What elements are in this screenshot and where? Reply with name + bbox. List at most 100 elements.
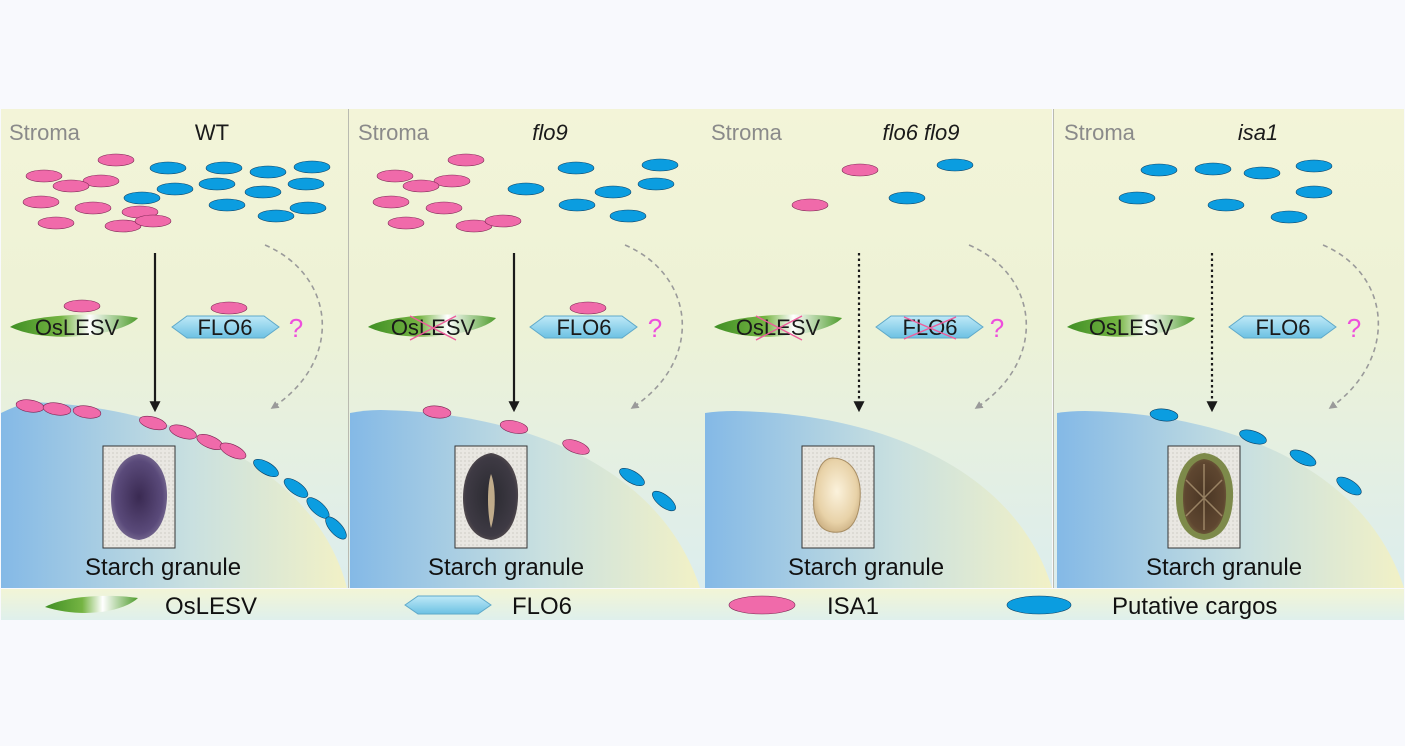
flo6-label: FLO6 — [197, 315, 252, 340]
cargo-protein — [936, 158, 974, 172]
cargo-protein — [1270, 210, 1308, 224]
legend-flo6-label: FLO6 — [512, 593, 572, 620]
stroma-proteins-flo9 — [372, 153, 679, 233]
cargo-protein — [208, 198, 246, 212]
stroma-label: Stroma — [1064, 120, 1136, 145]
cargo-protein — [205, 161, 243, 175]
cargo-protein — [1140, 163, 1178, 177]
stroma-proteins-wt — [22, 153, 331, 233]
oslesv-mutation-cross — [755, 315, 803, 341]
cargo-protein — [244, 185, 282, 199]
kernel-wt — [111, 454, 168, 540]
isa1-protein — [37, 216, 75, 230]
cargo-protein — [257, 209, 295, 223]
transport-proteins — [10, 299, 1337, 339]
alt-pathway-arrow-flo6flo9 — [968, 244, 1027, 409]
cargo-protein — [1239, 429, 1267, 445]
starch-granule-label: Starch granule — [428, 554, 584, 581]
cargo-protein — [1295, 185, 1333, 199]
cargo-protein — [1243, 166, 1281, 180]
flo6-mutation-cross — [903, 316, 957, 340]
isa1-bound-flo6 — [210, 301, 248, 315]
isa1-protein — [52, 179, 90, 193]
cargo-protein — [287, 177, 325, 191]
cargo-protein — [1194, 162, 1232, 176]
starch-granule-label: Starch granule — [788, 554, 944, 581]
kernel-photo-wt — [102, 445, 176, 549]
cargo-protein — [1207, 198, 1245, 212]
isa1-protein — [387, 216, 425, 230]
cargo-protein — [289, 201, 327, 215]
isa1-protein — [82, 174, 120, 188]
cargo-protein — [156, 182, 194, 196]
panel-title-wt: WT — [195, 120, 229, 145]
isa1-protein — [22, 195, 60, 209]
cargo-protein — [149, 161, 187, 175]
cargo-protein — [594, 185, 632, 199]
unknown-pathway-question: ? — [289, 313, 303, 343]
flo6-hexagon — [171, 315, 280, 339]
panel-labels: Stroma WT OsLESV FLO6 ? Starch granule S… — [9, 120, 1361, 581]
panel-title-flo6flo9: flo6 flo9 — [882, 120, 959, 145]
stroma-label: Stroma — [358, 120, 430, 145]
oslesv-label: OsLESV — [1089, 315, 1174, 340]
isa1-protein — [841, 163, 879, 177]
cargo-protein — [249, 165, 287, 179]
kernel-photos — [102, 445, 1241, 549]
legend-oslesv-label: OsLESV — [165, 593, 257, 620]
legend-cargo-icon — [1006, 595, 1072, 615]
cargo-protein — [557, 161, 595, 175]
cargo-protein — [293, 160, 331, 174]
isa1-protein — [376, 169, 414, 183]
cargo-protein — [283, 478, 309, 498]
kernel-flo6flo9 — [813, 457, 861, 533]
isa1-protein — [562, 439, 590, 455]
isa1-protein — [422, 405, 452, 419]
isa1-protein — [104, 219, 142, 233]
transport-arrows — [149, 244, 1380, 413]
kernel-photo-flo9 — [454, 445, 528, 549]
unknown-pathway-question: ? — [990, 313, 1004, 343]
panel-title-isa1: isa1 — [1238, 120, 1278, 145]
alt-pathway-arrow-flo9 — [624, 244, 683, 409]
cargo-protein — [507, 182, 545, 196]
mutation-crosses — [409, 315, 957, 341]
isa1-protein — [25, 169, 63, 183]
cargo-protein — [888, 191, 926, 205]
stroma-proteins — [22, 153, 1333, 233]
flo6-hexagon — [875, 315, 984, 339]
oslesv-mutation-cross — [409, 315, 457, 341]
stroma-label: Stroma — [9, 120, 81, 145]
flo6-hexagon — [1228, 315, 1337, 339]
oslesv-leaf — [1067, 314, 1195, 337]
legend-oslesv-icon — [45, 595, 138, 613]
flo6-hexagon — [529, 315, 638, 339]
starch-granule-flo6flo9 — [705, 411, 1052, 588]
kernel-photo-flo6flo9 — [801, 445, 875, 549]
legend-cargo-label: Putative cargos — [1112, 593, 1277, 620]
isa1-protein — [447, 153, 485, 167]
oslesv-label: OsLESV — [35, 315, 120, 340]
isa1-protein — [219, 442, 247, 460]
alt-pathway-arrow-wt — [264, 244, 323, 409]
cargo-protein — [619, 467, 645, 487]
oslesv-leaf — [10, 314, 138, 337]
oslesv-leaf — [368, 314, 496, 337]
unknown-pathway-question: ? — [648, 313, 662, 343]
cargo-protein — [198, 177, 236, 191]
isa1-protein — [433, 174, 471, 188]
isa1-protein — [425, 201, 463, 215]
isa1-protein — [169, 424, 197, 440]
isa1-protein — [499, 420, 529, 434]
stroma-label: Stroma — [711, 120, 783, 145]
stroma-proteins-flo6flo9 — [791, 158, 974, 212]
isa1-bound-flo6 — [569, 301, 607, 315]
cargo-protein — [1118, 191, 1156, 205]
cargo-protein — [652, 490, 676, 512]
isa1-protein — [139, 415, 167, 431]
isa1-bound-oslesv — [63, 299, 101, 313]
cargo-protein — [1295, 159, 1333, 173]
cargo-protein — [1289, 449, 1317, 467]
isa1-protein — [402, 179, 440, 193]
